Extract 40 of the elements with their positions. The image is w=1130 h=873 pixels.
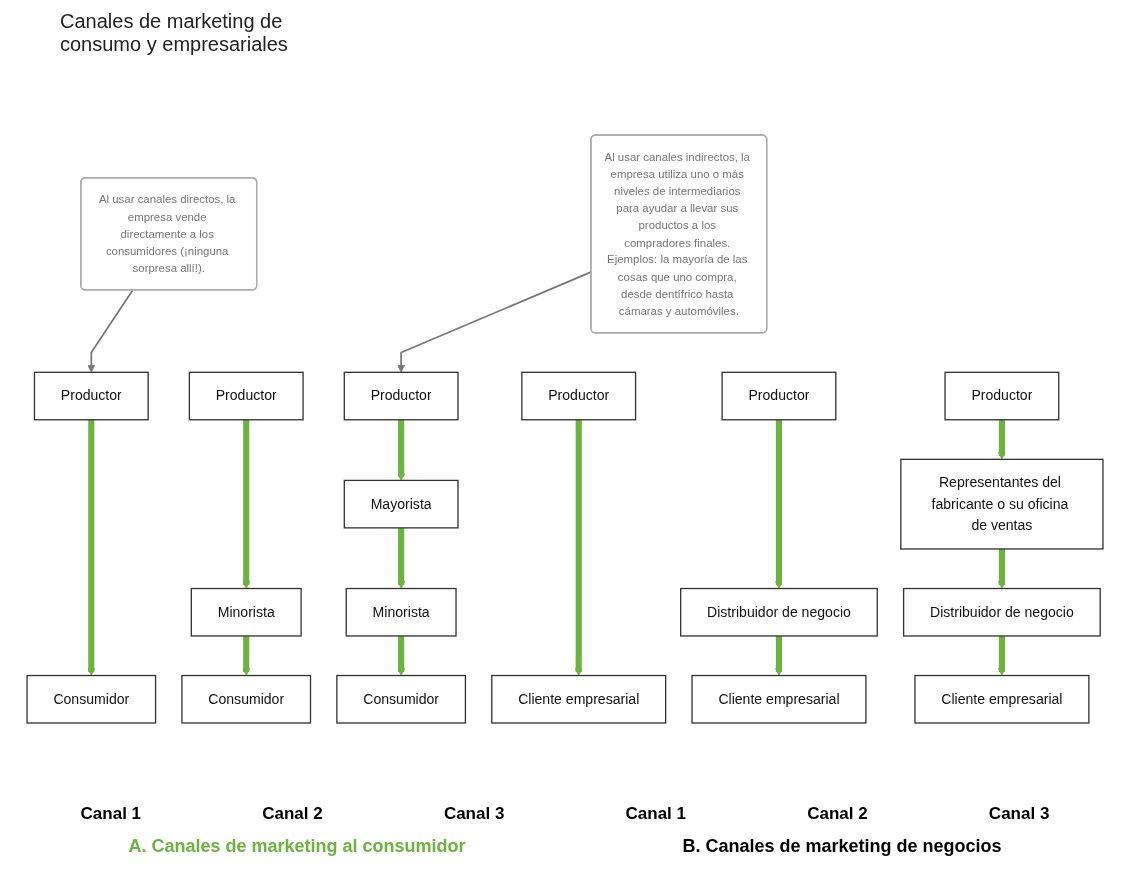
- diagram-title: Canales de marketing de consumo y empresariales: [60, 10, 289, 56]
- node-box: Mayorista: [343, 479, 459, 529]
- node-box: Distribuidor de negocio: [902, 587, 1101, 637]
- node-box: Productor: [521, 371, 637, 421]
- arrow: [242, 636, 251, 676]
- node-box: Cliente empresarial: [491, 674, 667, 724]
- node-box: Productor: [33, 371, 149, 421]
- node-box: Cliente empresarial: [691, 674, 867, 724]
- arrow: [998, 636, 1006, 676]
- channel-label: Canal 2: [262, 804, 323, 824]
- arrow: [998, 419, 1006, 460]
- section-caption: A. Canales de marketing al consumidor: [128, 836, 466, 857]
- arrow: [775, 636, 783, 676]
- arrow: [397, 419, 405, 481]
- section-caption: B. Canales de marketing de negocios: [682, 836, 1002, 857]
- node-box: Distribuidor de negocio: [680, 587, 878, 637]
- channel-label: Canal 3: [988, 804, 1050, 824]
- arrow: [87, 419, 96, 676]
- channel-label: Canal 2: [807, 804, 868, 824]
- arrow: [574, 419, 583, 676]
- arrow: [242, 419, 251, 589]
- node-box: Representantes del fabricante o su oficina de ventas: [900, 458, 1104, 550]
- node-box: Minorista: [190, 587, 302, 637]
- arrow: [998, 548, 1006, 589]
- channel-label: Canal 1: [80, 804, 142, 824]
- node-box: Consumidor: [181, 674, 312, 724]
- node-box: Productor: [944, 371, 1060, 421]
- channel-label: Canal 3: [443, 804, 505, 824]
- node-box: Productor: [188, 371, 304, 421]
- arrow: [397, 527, 405, 589]
- node-box: Cliente empresarial: [914, 674, 1090, 724]
- node-box: Productor: [721, 371, 837, 421]
- arrow: [397, 636, 405, 676]
- channel-label: Canal 1: [625, 804, 687, 824]
- node-box: Productor: [343, 371, 459, 421]
- arrow: [87, 289, 134, 373]
- node-box: Consumidor: [26, 674, 157, 724]
- node-box: Consumidor: [336, 674, 467, 724]
- arrow: [775, 419, 783, 589]
- node-box: Minorista: [345, 587, 457, 637]
